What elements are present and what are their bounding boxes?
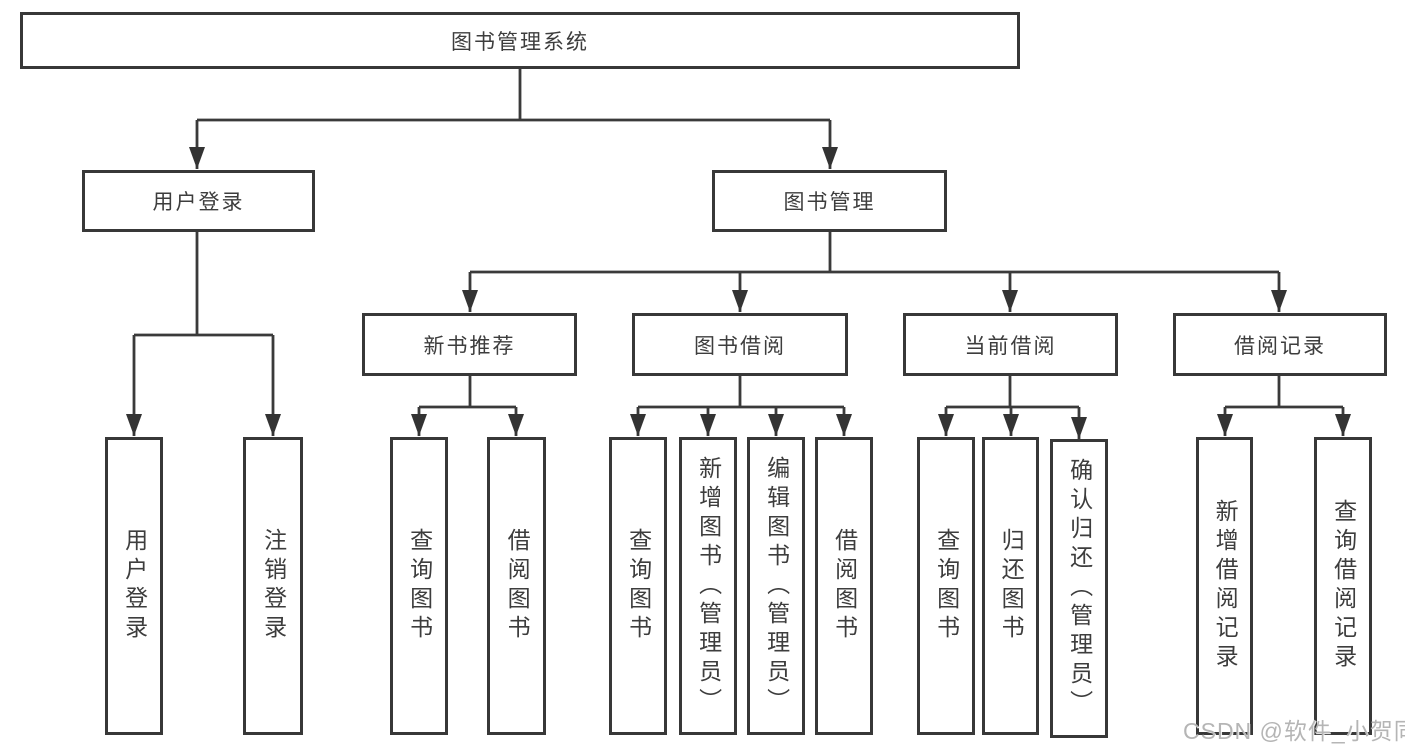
leaf-cb-confirm-return-admin: 确认归还（管理员） [1050, 439, 1108, 738]
node-library-management-system: 图书管理系统 [20, 12, 1020, 69]
node-book-management: 图书管理 [712, 170, 947, 232]
node-current-borrowing: 当前借阅 [903, 313, 1118, 376]
node-book-borrowing: 图书借阅 [632, 313, 848, 376]
node-user-login: 用户登录 [82, 170, 315, 232]
leaf-cb-return-books: 归还图书 [982, 437, 1039, 735]
leaf-br-add-borrow-record: 新增借阅记录 [1196, 437, 1253, 735]
leaf-cb-query-books: 查询图书 [917, 437, 975, 735]
leaf-bb-borrow-books: 借阅图书 [815, 437, 873, 735]
leaf-nbr-query-books: 查询图书 [390, 437, 448, 735]
node-new-book-recommendation: 新书推荐 [362, 313, 577, 376]
leaf-bb-query-books: 查询图书 [609, 437, 667, 735]
leaf-user-login: 用户登录 [105, 437, 163, 735]
leaf-br-query-borrow-record: 查询借阅记录 [1314, 437, 1372, 735]
leaf-nbr-borrow-books: 借阅图书 [487, 437, 546, 735]
node-borrowing-records: 借阅记录 [1173, 313, 1387, 376]
leaf-logout: 注销登录 [243, 437, 303, 735]
csdn-watermark: CSDN @软件_小贺同学 [1183, 718, 1405, 744]
leaf-bb-add-books-admin: 新增图书（管理员） [679, 437, 737, 735]
leaf-bb-edit-books-admin: 编辑图书（管理员） [747, 437, 805, 735]
